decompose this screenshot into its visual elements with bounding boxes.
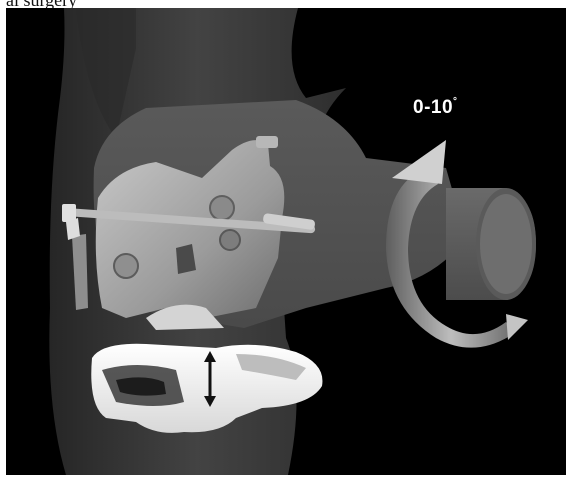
rotation-angle-value: 0-10 [413,97,453,118]
knee-implant-illustration: 0-10° [6,8,566,475]
rotation-angle-label: 0-10° [413,97,458,119]
rotation-cylinder [446,188,536,300]
degree-symbol: ° [453,96,458,107]
